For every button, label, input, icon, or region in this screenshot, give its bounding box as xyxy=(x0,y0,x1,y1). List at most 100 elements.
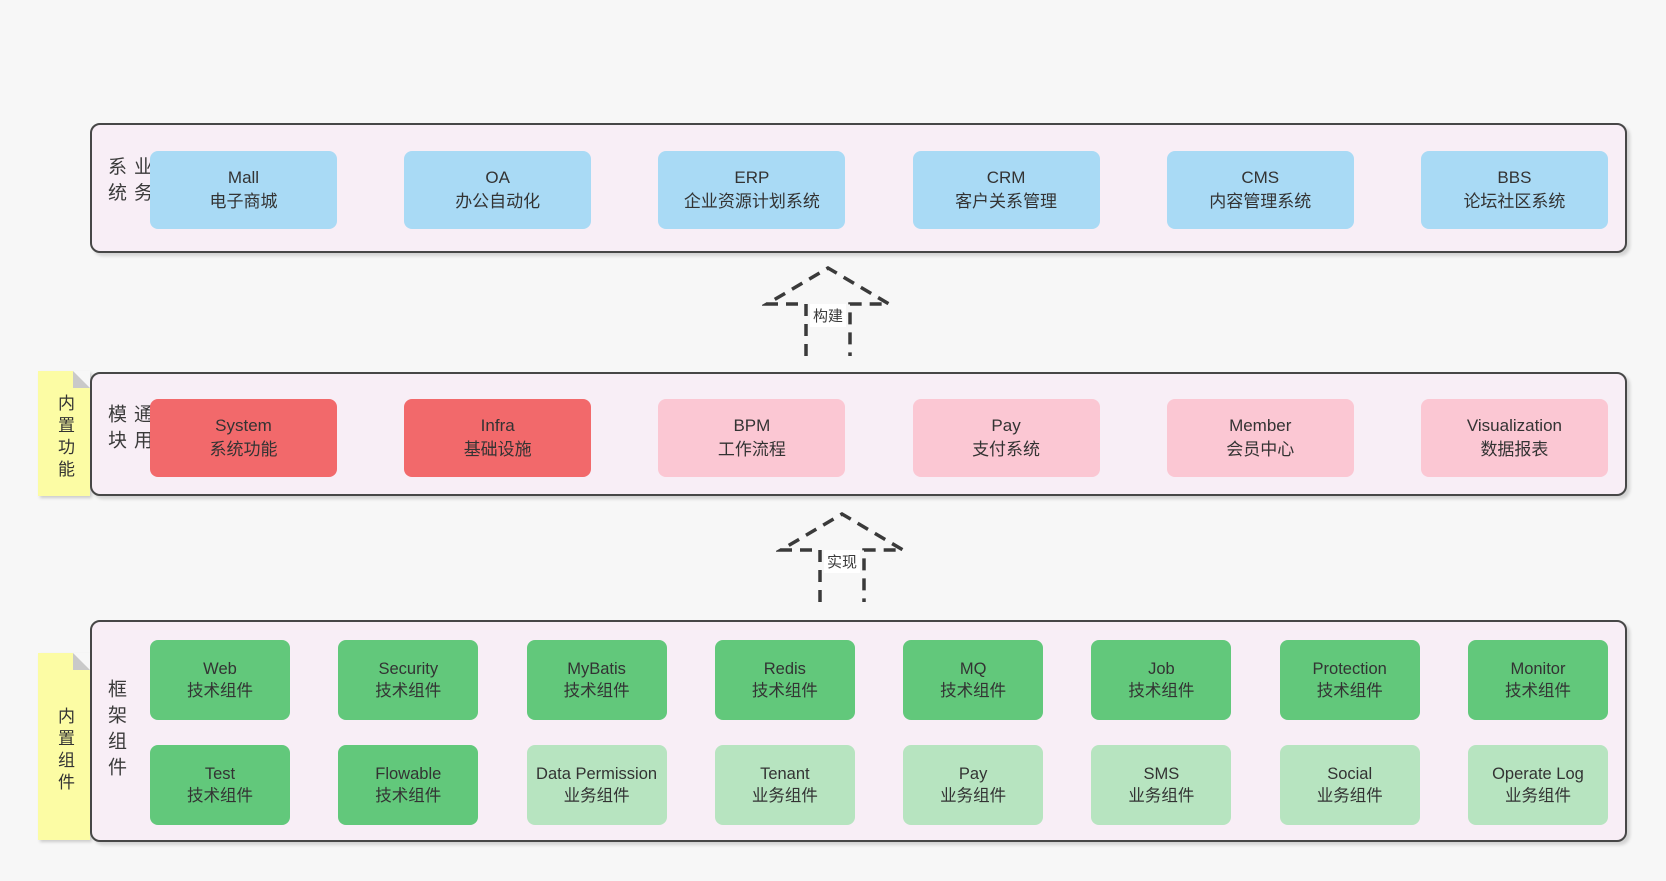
node-desc: 支付系统 xyxy=(972,440,1041,459)
node-job: Job 技术组件 xyxy=(1091,640,1232,720)
node-name: Data Permission xyxy=(536,764,658,783)
node-mall: Mall 电子商城 xyxy=(150,151,337,229)
node-name: Web xyxy=(203,659,237,678)
node-pay-module: Pay 支付系统 xyxy=(912,399,1100,477)
box-row: Test 技术组件 Flowable 技术组件 Data Permission … xyxy=(150,745,1608,825)
node-infra: Infra 基础设施 xyxy=(404,399,592,477)
node-mq: MQ 技术组件 xyxy=(903,640,1044,720)
node-data-permission: Data Permission 业务组件 xyxy=(526,745,667,825)
arrow-build-up: 构建 xyxy=(762,264,894,356)
node-member: Member 会员中心 xyxy=(1166,399,1354,477)
node-test: Test 技术组件 xyxy=(150,745,290,825)
layer-common-modules: 通用模块 System 系统功能 Infra 基础设施 BPM 工作流程 Pay… xyxy=(90,372,1627,496)
node-name: ERP xyxy=(734,168,770,188)
node-desc: 工作流程 xyxy=(717,440,786,459)
node-social: Social 业务组件 xyxy=(1279,745,1420,825)
node-visualization: Visualization 数据报表 xyxy=(1420,399,1608,477)
node-name: Security xyxy=(378,659,439,678)
node-monitor: Monitor 技术组件 xyxy=(1467,640,1608,720)
arrow-label: 实现 xyxy=(823,550,861,573)
node-desc: 技术组件 xyxy=(187,787,253,805)
node-desc: 业务组件 xyxy=(940,787,1007,805)
node-desc: 技术组件 xyxy=(1128,682,1195,700)
node-mybatis: MyBatis 技术组件 xyxy=(526,640,667,720)
node-desc: 技术组件 xyxy=(751,682,818,700)
node-pay-component: Pay 业务组件 xyxy=(903,745,1044,825)
node-name: Protection xyxy=(1312,659,1387,678)
layer-framework-components: 框架组件 Web 技术组件 Security 技术组件 MyBatis 技术组件… xyxy=(90,620,1627,842)
box-row: Mall 电子商城 OA 办公自动化 ERP 企业资源计划系统 CRM 客户关系… xyxy=(150,151,1608,229)
sticky-tag-label: 内置组件 xyxy=(55,706,74,795)
node-name: CMS xyxy=(1241,168,1280,188)
node-desc: 技术组件 xyxy=(1504,682,1571,700)
node-crm: CRM 客户关系管理 xyxy=(912,151,1100,229)
node-web: Web 技术组件 xyxy=(150,640,290,720)
layer-title: 业务系统 xyxy=(105,156,152,209)
node-name: MQ xyxy=(959,659,987,678)
sticky-tag-builtin-features: 内置功能 xyxy=(38,371,90,496)
node-desc: 企业资源计划系统 xyxy=(683,192,820,211)
node-name: Pay xyxy=(958,764,988,783)
node-name: CRM xyxy=(986,168,1026,188)
node-desc: 业务组件 xyxy=(1504,787,1571,805)
node-desc: 技术组件 xyxy=(187,682,253,700)
node-desc: 业务组件 xyxy=(1128,787,1195,805)
node-name: Redis xyxy=(763,659,806,678)
node-tenant: Tenant 业务组件 xyxy=(714,745,855,825)
node-name: BBS xyxy=(1497,168,1532,188)
sticky-tag-builtin-components: 内置组件 xyxy=(38,653,90,840)
node-system: System 系统功能 xyxy=(150,399,337,477)
node-name: Flowable xyxy=(375,764,442,783)
node-flowable: Flowable 技术组件 xyxy=(338,745,479,825)
sticky-tag-label: 内置功能 xyxy=(55,393,74,482)
arrow-label: 构建 xyxy=(809,304,847,327)
box-row: System 系统功能 Infra 基础设施 BPM 工作流程 Pay 支付系统… xyxy=(150,399,1608,477)
layer-title: 框架组件 xyxy=(105,679,126,783)
node-name: OA xyxy=(485,168,510,188)
node-security: Security 技术组件 xyxy=(338,640,479,720)
node-desc: 基础设施 xyxy=(463,440,532,459)
node-protection: Protection 技术组件 xyxy=(1279,640,1420,720)
node-desc: 内容管理系统 xyxy=(1209,192,1312,211)
node-desc: 论坛社区系统 xyxy=(1463,192,1566,211)
node-desc: 技术组件 xyxy=(375,787,442,805)
node-name: Tenant xyxy=(760,764,810,783)
node-name: Pay xyxy=(991,416,1021,436)
node-name: Monitor xyxy=(1510,659,1566,678)
node-name: BPM xyxy=(733,416,771,436)
node-bpm: BPM 工作流程 xyxy=(658,399,846,477)
node-name: Member xyxy=(1229,416,1292,436)
dashed-up-arrow-icon xyxy=(762,265,894,356)
node-name: SMS xyxy=(1143,764,1180,783)
node-name: Social xyxy=(1327,764,1373,783)
node-desc: 技术组件 xyxy=(563,682,630,700)
node-desc: 电子商城 xyxy=(209,192,278,211)
node-name: Visualization xyxy=(1466,416,1562,436)
node-desc: 业务组件 xyxy=(751,787,818,805)
node-desc: 数据报表 xyxy=(1480,440,1549,459)
node-desc: 系统功能 xyxy=(209,440,278,459)
node-name: Infra xyxy=(480,416,515,436)
node-desc: 客户关系管理 xyxy=(955,192,1058,211)
node-desc: 业务组件 xyxy=(1316,787,1383,805)
node-oa: OA 办公自动化 xyxy=(404,151,592,229)
node-desc: 业务组件 xyxy=(563,787,630,805)
node-desc: 技术组件 xyxy=(1316,682,1383,700)
node-cms: CMS 内容管理系统 xyxy=(1166,151,1354,229)
box-row: Web 技术组件 Security 技术组件 MyBatis 技术组件 Redi… xyxy=(150,640,1608,720)
node-operate-log: Operate Log 业务组件 xyxy=(1467,745,1608,825)
node-desc: 会员中心 xyxy=(1226,440,1295,459)
node-desc: 办公自动化 xyxy=(455,192,541,211)
node-sms: SMS 业务组件 xyxy=(1091,745,1232,825)
node-redis: Redis 技术组件 xyxy=(714,640,855,720)
node-name: Job xyxy=(1148,659,1175,678)
node-name: Operate Log xyxy=(1492,764,1584,783)
node-name: System xyxy=(215,416,272,436)
node-desc: 技术组件 xyxy=(940,682,1007,700)
arrow-implement-up: 实现 xyxy=(776,510,908,602)
layer-title: 通用模块 xyxy=(105,404,152,456)
layer-business-systems: 业务系统 Mall 电子商城 OA 办公自动化 ERP 企业资源计划系统 CRM… xyxy=(90,123,1627,253)
node-desc: 技术组件 xyxy=(375,682,442,700)
node-name: MyBatis xyxy=(567,659,626,678)
node-erp: ERP 企业资源计划系统 xyxy=(658,151,846,229)
